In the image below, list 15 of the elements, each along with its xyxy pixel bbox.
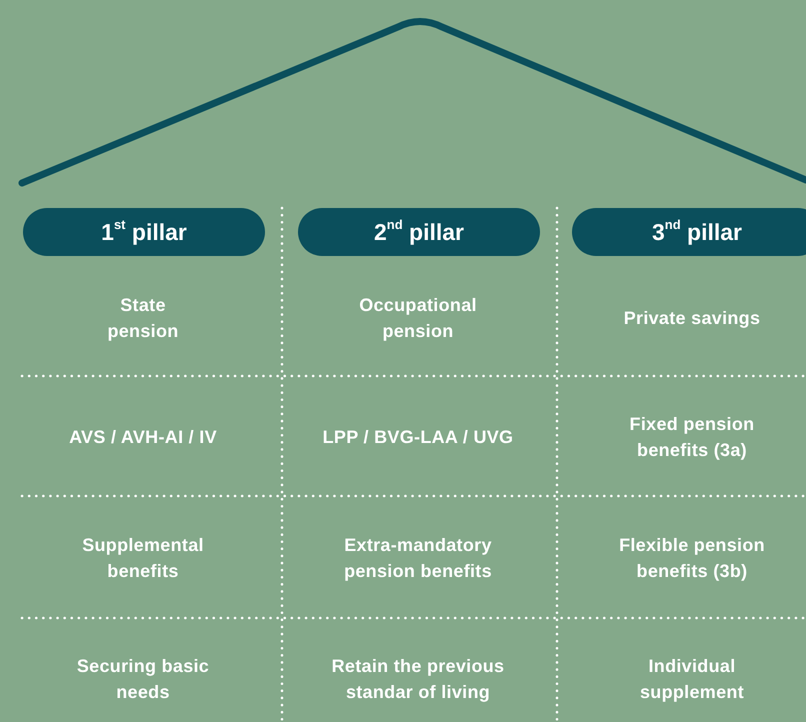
table-text: Flexible pension benefits (3b) xyxy=(618,534,766,583)
table-text: LPP / BVG-LAA / UVG xyxy=(322,426,514,449)
table-text: Individual supplement xyxy=(638,655,745,704)
pillar-header: 1$^{st}$ pillar xyxy=(23,208,265,256)
table-text: Supplemental benefits xyxy=(81,534,205,583)
table-text: State pension xyxy=(106,294,180,343)
pillar-header: 3$^{nd}$ pillar xyxy=(572,208,806,256)
table-text: Occupational pension xyxy=(358,294,478,343)
pillar-header: 2$^{nd}$ pillar xyxy=(298,208,540,256)
table-text: Securing basic needs xyxy=(76,655,210,704)
table-text: Fixed pension benefits (3a) xyxy=(628,413,756,462)
table-text: Retain the previous standar of living xyxy=(330,655,506,704)
table-text: Private savings xyxy=(622,307,762,330)
table-text: AVS / AVH-AI / IV xyxy=(68,426,218,449)
table-text: Extra-mandatory pension benefits xyxy=(343,534,493,583)
